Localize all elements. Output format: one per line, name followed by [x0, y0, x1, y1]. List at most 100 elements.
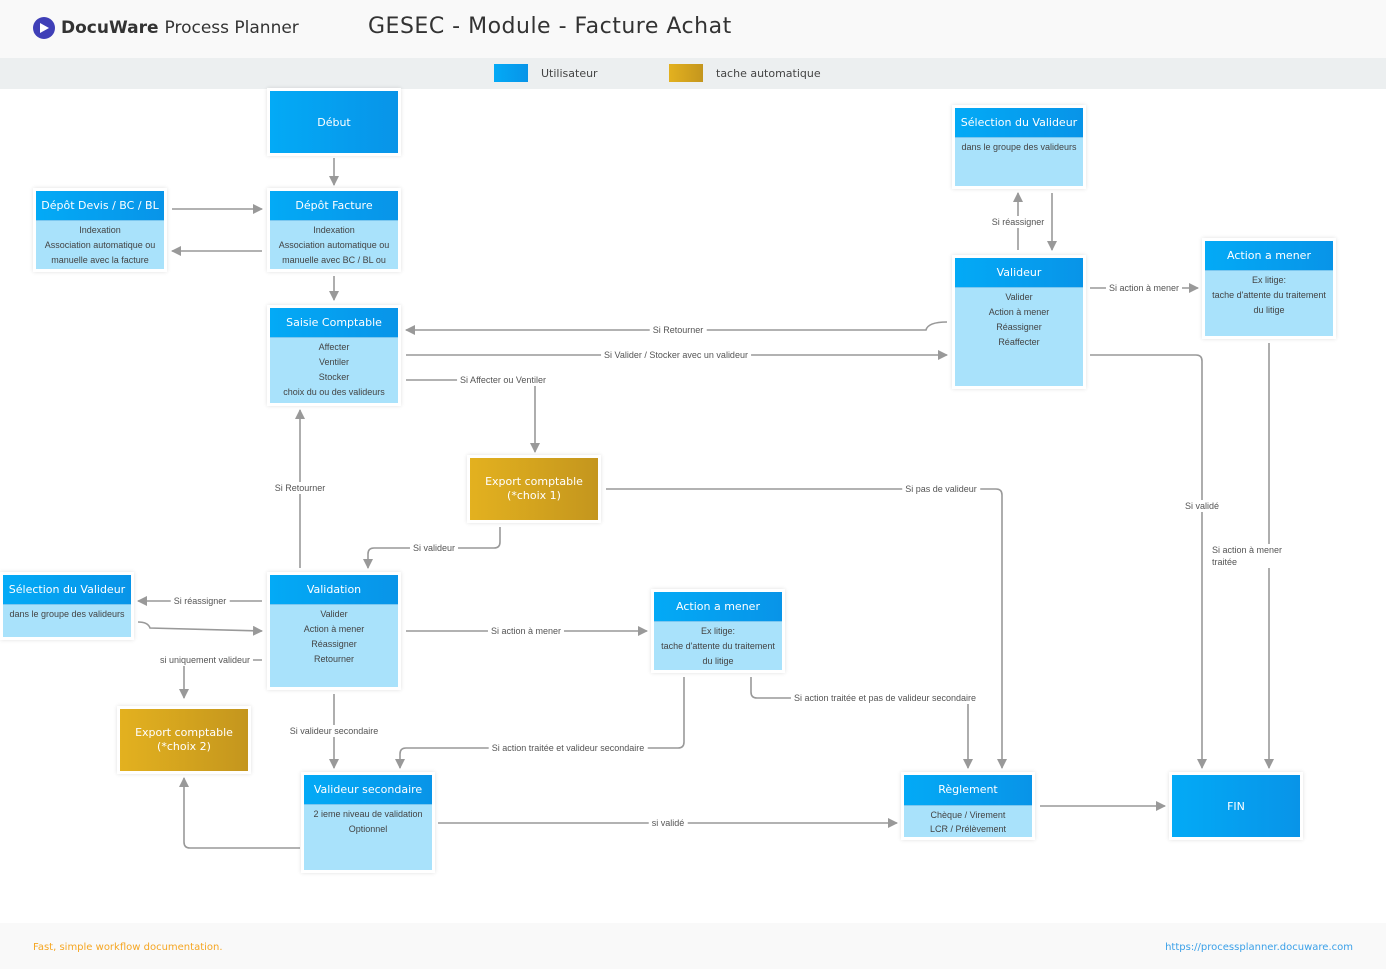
node-line: Retourner	[313, 654, 355, 664]
edge-label: Si pas de valideur	[902, 483, 980, 495]
node-debut[interactable]: Début	[267, 88, 401, 156]
node-line: manuelle avec la facture	[51, 255, 149, 265]
node-line: choix du ou des valideurs	[283, 387, 385, 397]
edge-label: Si action à mener traitée	[1209, 544, 1299, 568]
node-title: Sélection du Valideur	[955, 108, 1083, 138]
edge-label: Si Retourner	[271, 482, 329, 494]
node-title: Export comptable	[485, 475, 583, 488]
node-line: Ex litige:	[1251, 275, 1286, 285]
node-fin[interactable]: FIN	[1169, 772, 1303, 840]
node-subtitle: (*choix 2)	[157, 740, 211, 753]
edge-label: si uniquement valideur	[156, 654, 254, 666]
node-line: du litige	[702, 656, 734, 666]
node-line: tache d'attente du traitement	[1212, 290, 1326, 300]
node-line: Réassigner	[996, 322, 1042, 332]
edge-label: Si valideur secondaire	[286, 725, 382, 737]
edge-label: Si valideur	[409, 542, 459, 554]
node-action-mid[interactable]: Action a mener Ex litige: tache d'attente…	[651, 589, 785, 673]
node-line: Association automatique ou	[278, 240, 390, 250]
product-name: Process Planner	[164, 18, 299, 38]
node-line: manuelle avec BC / BL ou Devis	[282, 255, 386, 265]
edge-label: Si validé	[1181, 500, 1223, 512]
node-title: Validation	[270, 575, 398, 605]
edge-label: Si action traitée et valideur secondaire	[488, 742, 648, 754]
node-line: Affecter	[318, 342, 350, 352]
node-line: tache d'attente du traitement	[661, 641, 775, 651]
node-line: Ventiler	[318, 357, 350, 367]
edge-actionmid-reglement	[750, 677, 973, 769]
node-line: dans le groupe des valideurs	[9, 609, 125, 619]
edge-label: si validé	[648, 817, 688, 829]
edge-valsec-export2	[179, 777, 300, 849]
node-action-right[interactable]: Action a mener Ex litige: tache d'attente…	[1202, 238, 1336, 339]
node-title: FIN	[1227, 799, 1245, 813]
edge-saisie-export1	[406, 379, 540, 453]
node-valideur-secondaire[interactable]: Valideur secondaire 2 ieme niveau de val…	[301, 772, 435, 873]
node-line: Chèque / Virement	[930, 810, 1006, 820]
node-line: Ex litige:	[700, 626, 735, 636]
node-line: Association automatique ou	[44, 240, 156, 250]
legend-swatch-user	[494, 64, 528, 82]
legend-swatch-auto	[669, 64, 703, 82]
node-selection-valideur-top[interactable]: Sélection du Valideur dans le groupe des…	[952, 105, 1086, 189]
node-line: Action à mener	[988, 307, 1050, 317]
node-line: Réassigner	[311, 639, 357, 649]
node-line: Réaffecter	[998, 337, 1040, 347]
node-title: Sélection du Valideur	[3, 575, 131, 605]
edge-label: Si Affecter ou Ventiler	[457, 374, 549, 386]
edge-label: Si action à mener	[487, 625, 565, 637]
node-title: Dépôt Facture	[270, 191, 398, 221]
footer-link[interactable]: https://processplanner.docuware.com	[1165, 942, 1353, 953]
legend-label-auto: tache automatique	[716, 67, 821, 80]
node-line: dans le groupe des valideurs	[961, 142, 1077, 152]
edge-valideur-fin	[1090, 354, 1207, 769]
page-title: GESEC - Module - Facture Achat	[368, 14, 732, 39]
legend-label-user: Utilisateur	[541, 67, 598, 80]
docuware-logo-icon	[33, 17, 55, 39]
edge-export1-reglement	[606, 488, 1007, 769]
edge-label: Si Retourner	[649, 324, 707, 336]
node-title: Valideur secondaire	[304, 775, 432, 805]
node-title: Action a mener	[654, 592, 782, 622]
node-line: Action à mener	[303, 624, 365, 634]
node-line: Valider	[320, 609, 348, 619]
node-export-2[interactable]: Export comptable(*choix 2)	[117, 706, 251, 774]
logo: DocuWare Process Planner	[33, 17, 299, 39]
edge-label: Si réassigner	[988, 216, 1048, 228]
node-title: Saisie Comptable	[270, 308, 398, 338]
legend: Utilisateur tache automatique	[0, 58, 1386, 89]
node-line: Indexation	[79, 225, 121, 235]
edge-label: Si action à mener	[1105, 282, 1183, 294]
node-title: Dépôt Devis / BC / BL	[36, 191, 164, 221]
top-bar: DocuWare Process Planner GESEC - Module …	[0, 0, 1386, 58]
edge-label: Si réassigner	[170, 595, 230, 607]
footer: Fast, simple workflow documentation. htt…	[0, 923, 1386, 969]
edge-selection-validation	[137, 621, 263, 636]
node-title: Action a mener	[1205, 241, 1333, 271]
edge-label: Si action traitée et pas de valideur sec…	[790, 692, 980, 704]
node-line: LCR / Prélèvement	[929, 824, 1007, 834]
node-line: du litige	[1253, 305, 1285, 315]
node-title: Règlement	[904, 775, 1032, 806]
node-selection-valideur-left[interactable]: Sélection du Valideur dans le groupe des…	[0, 572, 134, 640]
node-subtitle: (*choix 1)	[507, 489, 561, 502]
node-line: Indexation	[313, 225, 355, 235]
node-line: Optionnel	[348, 824, 388, 834]
edge-label: Si Valider / Stocker avec un valideur	[601, 349, 751, 361]
node-line: Stocker	[318, 372, 350, 382]
node-line: Valider	[1005, 292, 1033, 302]
node-title: Début	[317, 115, 351, 129]
node-title: Export comptable	[135, 726, 233, 739]
node-export-1[interactable]: Export comptable(*choix 1)	[467, 455, 601, 523]
node-line: 2 ieme niveau de validation	[313, 809, 423, 819]
brand-name: DocuWare	[61, 18, 159, 38]
edge-valideur-saisie	[405, 321, 948, 335]
edge-actionmid-valsec	[395, 677, 685, 769]
